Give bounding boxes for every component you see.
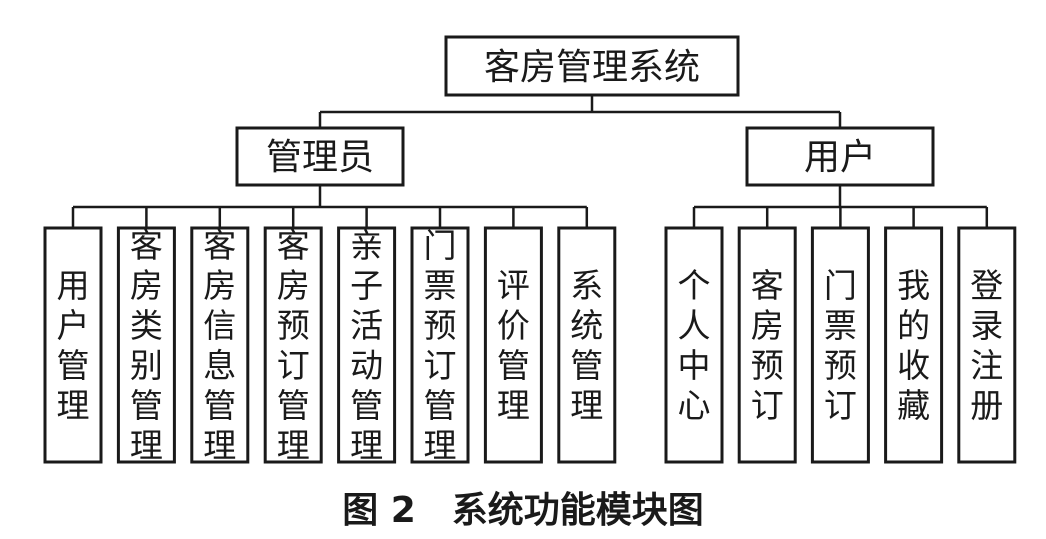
leaf-node-label: 登录注册 <box>970 266 1003 425</box>
leaf-nodes: 用户管理 客房类别管理 客房信息管理 客房预订管理 亲子活动管理 门票预订管理 评价管理 系统… <box>43 226 1017 465</box>
group-node-label: 管理员 <box>266 137 374 178</box>
group-nodes: 管理员 用户 <box>235 126 935 187</box>
leaf-node: 亲子活动管理 <box>337 226 397 465</box>
leaf-node-label: 亲子活动管理 <box>350 226 383 465</box>
leaf-node-label: 我的收藏 <box>897 266 930 425</box>
leaf-node-label: 门票预订管理 <box>424 226 457 465</box>
group-node: 用户 <box>745 126 935 187</box>
leaf-node-label: 客房信息管理 <box>203 226 236 465</box>
group-node: 管理员 <box>235 126 405 187</box>
leaf-node: 客房信息管理 <box>190 226 250 465</box>
leaf-node: 客房类别管理 <box>116 226 176 465</box>
leaf-node: 登录注册 <box>957 226 1017 464</box>
connector-lines <box>71 95 989 228</box>
leaf-node-label: 评价管理 <box>497 266 530 425</box>
leaf-node-label: 系统管理 <box>570 266 603 425</box>
leaf-node-label: 客房预订 <box>751 266 784 425</box>
figure-caption: 图 2 系统功能模块图 <box>342 490 704 531</box>
leaf-node: 门票预订管理 <box>410 226 470 465</box>
leaf-node: 系统管理 <box>557 226 617 464</box>
group-node-label: 用户 <box>804 137 876 178</box>
leaf-node-label: 用户管理 <box>57 266 90 425</box>
leaf-node: 客房预订管理 <box>263 226 323 465</box>
leaf-node: 评价管理 <box>483 226 543 464</box>
leaf-node-label: 客房类别管理 <box>130 226 163 465</box>
leaf-node-label: 个人中心 <box>678 266 711 425</box>
leaf-node: 门票预订 <box>810 226 870 464</box>
leaf-node: 用户管理 <box>43 226 103 464</box>
leaf-node-label: 门票预订 <box>824 266 857 425</box>
root-node-label: 客房管理系统 <box>484 47 700 88</box>
leaf-node-label: 客房预订管理 <box>277 226 310 465</box>
leaf-node: 客房预订 <box>737 226 797 464</box>
leaf-node: 我的收藏 <box>884 226 944 464</box>
leaf-node: 个人中心 <box>664 226 724 464</box>
root-node: 客房管理系统 <box>444 35 740 97</box>
